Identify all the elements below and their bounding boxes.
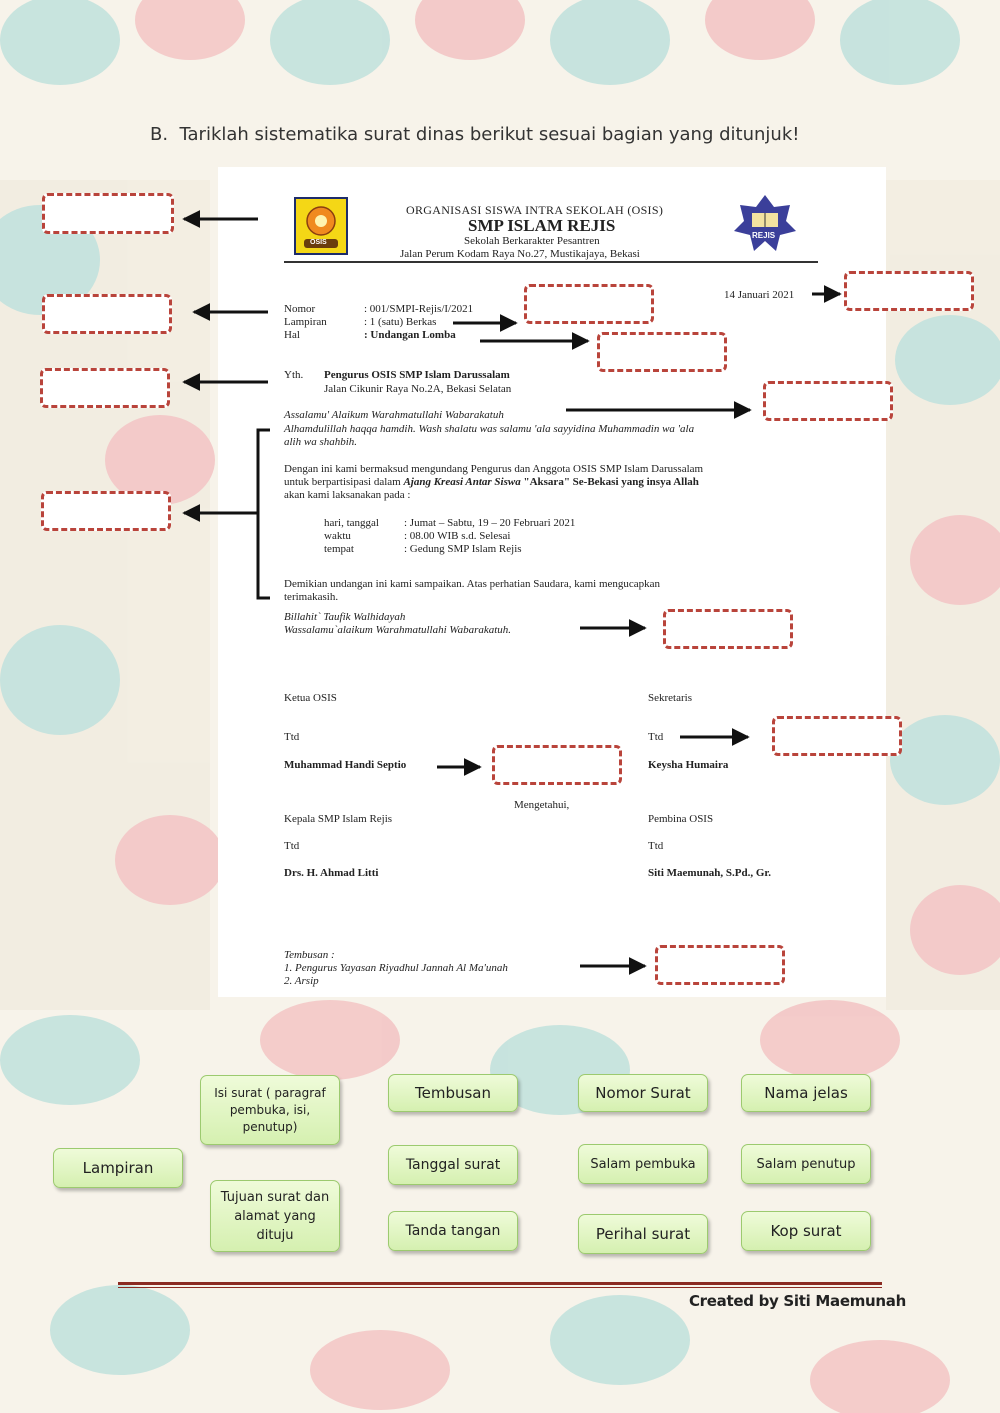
sekretaris-name: Keysha Humaira: [648, 759, 729, 771]
drop-zone-kop[interactable]: [42, 193, 174, 234]
body-line-2c: "Aksara" Se-Bekasi yang insya Allah: [520, 476, 699, 488]
chip-tujuan-surat[interactable]: Tujuan surat dan alamat yang dituju: [210, 1180, 340, 1252]
body-line-2: untuk berpartisipasi dalam Ajang Kreasi …: [284, 476, 699, 488]
day-label: hari, tanggal: [324, 517, 379, 529]
chip-lampiran[interactable]: Lampiran: [53, 1148, 183, 1188]
drop-zone-salam-pembuka[interactable]: [763, 381, 893, 421]
chip-tanda-tangan[interactable]: Tanda tangan: [388, 1211, 518, 1251]
tembusan-label: Tembusan :: [284, 949, 335, 961]
ketua-title: Ketua OSIS: [284, 692, 337, 704]
day-value: : Jumat – Sabtu, 19 – 20 Februari 2021: [404, 517, 576, 529]
lampiran-label: Lampiran: [284, 316, 327, 328]
hal-label: Hal: [284, 329, 300, 341]
chip-nama-jelas[interactable]: Nama jelas: [741, 1074, 871, 1112]
chip-salam-penutup[interactable]: Salam penutup: [741, 1144, 871, 1184]
sekretaris-ttd: Ttd: [648, 731, 664, 743]
chip-perihal-surat[interactable]: Perihal surat: [578, 1214, 708, 1254]
letterhead-org: ORGANISASI SISWA INTRA SEKOLAH (OSIS): [406, 203, 664, 217]
credit-text: Created by Siti Maemunah: [688, 1292, 906, 1310]
pembina-title: Pembina OSIS: [648, 813, 714, 825]
chip-salam-pembuka[interactable]: Salam pembuka: [578, 1144, 708, 1184]
kepala-name: Drs. H. Ahmad Litti: [284, 867, 379, 879]
yth-label: Yth.: [284, 369, 304, 381]
tembusan-item-2: 2. Arsip: [284, 975, 319, 987]
recipient-name: Pengurus OSIS SMP Islam Darussalam: [324, 369, 510, 381]
drop-zone-perihal[interactable]: [597, 332, 727, 372]
ketua-ttd: Ttd: [284, 731, 300, 743]
chip-tembusan[interactable]: Tembusan: [388, 1074, 518, 1112]
billahi-line: Billahit` Taufik Walhidayah: [284, 611, 406, 623]
drop-zone-isi[interactable]: [41, 491, 171, 531]
hal-value: : Undangan Lomba: [364, 329, 456, 341]
letter-date: 14 Januari 2021: [724, 289, 795, 301]
drop-zone-tujuan[interactable]: [40, 368, 170, 408]
body-line-1: Dengan ini kami bermaksud mengundang Pen…: [284, 463, 704, 475]
osis-logo-text: OSIS: [310, 239, 327, 246]
time-label: waktu: [324, 530, 351, 542]
pembina-ttd: Ttd: [648, 840, 664, 852]
chip-kop-surat[interactable]: Kop surat: [741, 1211, 871, 1251]
osis-logo: OSIS: [294, 197, 348, 255]
drop-zone-tanggal[interactable]: [844, 271, 974, 311]
drop-zone-nama[interactable]: [772, 716, 902, 756]
recipient-address: Jalan Cikunir Raya No.2A, Bekasi Selatan: [324, 383, 512, 395]
body-line-2b: Ajang Kreasi Antar Siswa: [403, 476, 521, 488]
letterhead-rule: [284, 261, 818, 263]
drop-zone-tembusan[interactable]: [655, 945, 785, 985]
sekretaris-title: Sekretaris: [648, 692, 692, 704]
chip-tanggal-surat[interactable]: Tanggal surat: [388, 1145, 518, 1185]
chip-nomor-surat[interactable]: Nomor Surat: [578, 1074, 708, 1112]
mengetahui: Mengetahui,: [514, 799, 570, 811]
ketua-name: Muhammad Handi Septio: [284, 759, 407, 771]
closing-line-1: Demikian undangan ini kami sampaikan. At…: [284, 578, 661, 590]
rejis-logo-text: REJIS: [752, 231, 776, 240]
drop-zone-salam-penutup[interactable]: [663, 609, 793, 649]
footer-rule-thin: [118, 1287, 882, 1288]
kepala-title: Kepala SMP Islam Rejis: [284, 813, 393, 825]
letterhead-school: SMP ISLAM REJIS: [468, 216, 616, 235]
place-value: : Gedung SMP Islam Rejis: [404, 543, 522, 555]
nomor-value: : 001/SMPI-Rejis/I/2021: [364, 303, 474, 315]
opening-line-1: Alhamdulillah haqqa hamdih. Wash shalatu…: [284, 423, 695, 435]
footer-rule: [118, 1282, 882, 1285]
pembina-name: Siti Maemunah, S.Pd., Gr.: [648, 867, 772, 879]
salam-close: Wassalamu`alaikum Warahmatullahi Wabarak…: [284, 624, 512, 636]
instruction-text: B. Tariklah sistematika surat dinas beri…: [150, 124, 800, 145]
closing-line-2: terimakasih.: [284, 591, 339, 603]
drop-zone-lampiran[interactable]: [524, 284, 654, 324]
chip-isi-surat[interactable]: Isi surat ( paragraf pembuka, isi, penut…: [200, 1075, 340, 1145]
body-line-3: akan kami laksanakan pada :: [284, 489, 411, 501]
lampiran-value: : 1 (satu) Berkas: [364, 316, 437, 328]
letterhead-tagline: Sekolah Berkarakter Pesantren: [464, 235, 600, 247]
opening-line-2: alih wa shahbih.: [284, 436, 358, 448]
place-label: tempat: [324, 543, 354, 555]
nomor-label: Nomor: [284, 303, 316, 315]
tembusan-item-1: 1. Pengurus Yayasan Riyadhul Jannah Al M…: [284, 962, 508, 974]
greeting-open: Assalamu' Alaikum Warahmatullahi Wabarak…: [284, 409, 504, 421]
drop-zone-tanda-tangan[interactable]: [492, 745, 622, 785]
drop-zone-nomor[interactable]: [42, 294, 172, 334]
letterhead-address: Jalan Perum Kodam Raya No.27, Mustikajay…: [400, 248, 640, 260]
body-line-2a: untuk berpartisipasi dalam: [284, 476, 404, 488]
time-value: : 08.00 WIB s.d. Selesai: [404, 530, 511, 542]
kepala-ttd: Ttd: [284, 840, 300, 852]
rejis-logo: REJIS: [732, 193, 798, 257]
